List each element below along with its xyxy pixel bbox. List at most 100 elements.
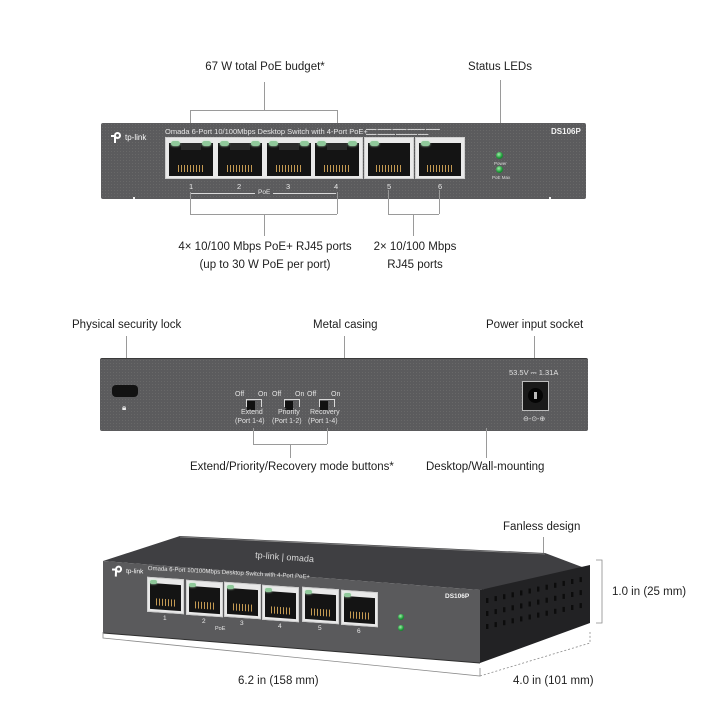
rj45-bracket-right	[439, 190, 440, 214]
switch-side-face	[480, 565, 590, 663]
tplink-logo-icon	[111, 132, 122, 143]
port-led	[348, 141, 357, 146]
led-legend-text: ▬▬▬ ▬▬▬▬ ▬▬▬▬ ▬▬▬▬▬ ▬▬▬▬▬▬▬ ▬▬▬▬▬ ▬▬▬▬▬▬…	[366, 127, 440, 136]
recovery-off-label: Off	[307, 391, 317, 398]
vent-hole	[554, 582, 557, 588]
vent-hole	[528, 601, 531, 607]
security-lock-slot[interactable]	[112, 385, 138, 397]
port-led	[317, 141, 326, 146]
rj45-port-3d[interactable]	[150, 582, 181, 612]
port-led	[189, 582, 196, 587]
rj45-port-6[interactable]	[419, 143, 461, 176]
vent-hole	[545, 584, 548, 590]
switch-rear-panel: 🔒︎ Off On Extend (Port 1-4) Off On Prior…	[100, 358, 588, 431]
rj45-port-3d[interactable]	[227, 588, 258, 617]
power-led-label: Power	[494, 161, 507, 166]
rj45-port-5[interactable]	[368, 143, 410, 176]
vent-hole	[494, 622, 497, 628]
metal-casing-leader	[344, 336, 345, 358]
port-led	[269, 141, 278, 146]
vent-hole	[579, 603, 582, 609]
priority-off-label: Off	[272, 391, 282, 398]
rj45-port-3d[interactable]	[189, 585, 220, 614]
width-dimension-line	[102, 632, 481, 677]
power-socket-callout: Power input socket	[486, 319, 584, 331]
port-number: 6	[438, 182, 443, 191]
lock-icon: 🔒︎	[122, 403, 127, 412]
poe-group-label: PoE	[255, 189, 274, 196]
vent-hole	[503, 607, 506, 613]
switch-top-face	[103, 536, 590, 590]
rj45-port-3d[interactable]	[305, 593, 336, 622]
mode-leader	[290, 444, 291, 458]
polarity-symbol: ⊖-⊙-⊕	[523, 416, 546, 423]
extend-label: Extend	[241, 409, 263, 416]
rj45-bracket-left	[388, 190, 389, 214]
rj45-port-2[interactable]	[218, 143, 262, 176]
vent-hole	[554, 595, 557, 601]
socket-pin	[534, 392, 537, 399]
power-socket-leader	[534, 336, 535, 358]
recovery-ports-label: (Port 1-4)	[308, 418, 338, 425]
extend-mode-switch[interactable]	[246, 399, 262, 410]
poe-group-label-3d: PoE	[215, 626, 226, 632]
tplink-logo-3d: tp-link	[112, 565, 144, 577]
vent-hole	[571, 592, 574, 597]
vent-hole	[494, 609, 497, 615]
mode-buttons-callout: Extend/Priority/Recovery mode buttons*	[190, 461, 394, 473]
vent-hole	[520, 616, 523, 622]
vent-hole	[486, 611, 489, 616]
poe-budget-leader	[264, 82, 265, 110]
vent-hole	[503, 594, 506, 600]
vent-hole	[545, 597, 548, 603]
rj45-port-3d[interactable]	[344, 595, 375, 625]
power-led-3d	[398, 614, 404, 620]
vent-hole	[520, 603, 523, 609]
vent-hole	[571, 605, 574, 610]
bottom-edge	[102, 632, 481, 664]
foot-mark	[549, 197, 551, 199]
vent-hole	[571, 579, 574, 584]
vent-hole	[562, 580, 565, 586]
rj45-port-3[interactable]	[267, 143, 311, 176]
tplink-logo: tp-link	[111, 132, 146, 143]
vent-hole	[579, 590, 582, 596]
mounting-callout: Desktop/Wall-mounting	[426, 461, 545, 473]
height-dimension-line	[596, 559, 603, 624]
poe-max-led-3d	[398, 625, 404, 631]
port-led	[370, 141, 379, 146]
rj45-port-4[interactable]	[315, 143, 359, 176]
vent-hole	[503, 620, 506, 626]
vent-hole	[562, 606, 565, 612]
port-number: 2	[237, 182, 242, 191]
port-led	[220, 141, 229, 146]
port-number: 5	[387, 182, 392, 191]
socket-hole	[528, 388, 543, 403]
vent-hole	[537, 599, 540, 605]
foot-mark	[133, 197, 135, 199]
top-edge-highlight	[179, 536, 546, 555]
port-number: 3	[240, 620, 244, 628]
brand-text: tp-link	[125, 567, 144, 576]
rj45-ports-callout-line2: RJ45 ports	[387, 259, 443, 271]
poe-budget-callout: 67 W total PoE budget*	[205, 61, 325, 73]
status-leds-leader	[500, 80, 501, 152]
rj45-port-1[interactable]	[169, 143, 213, 176]
vent-hole	[528, 614, 531, 620]
vent-hole	[511, 592, 514, 598]
recovery-mode-switch[interactable]	[319, 399, 335, 410]
port-led	[265, 587, 272, 592]
rj45-port-3d[interactable]	[265, 590, 296, 619]
priority-mode-switch[interactable]	[284, 399, 300, 410]
port-number: 2	[202, 617, 206, 625]
poe-ports-bracket-left	[190, 192, 191, 214]
vent-hole	[579, 577, 582, 583]
brand-text: tp-link	[125, 133, 147, 142]
security-lock-callout: Physical security lock	[72, 319, 182, 331]
power-input-socket[interactable]	[522, 381, 549, 411]
poe-ports-callout-line1: 4× 10/100 Mbps PoE+ RJ45 ports	[178, 241, 352, 253]
port-number: 3	[286, 182, 291, 191]
port-number: 4	[334, 182, 339, 191]
extend-ports-label: (Port 1-4)	[235, 418, 265, 425]
vent-hole	[494, 596, 497, 602]
